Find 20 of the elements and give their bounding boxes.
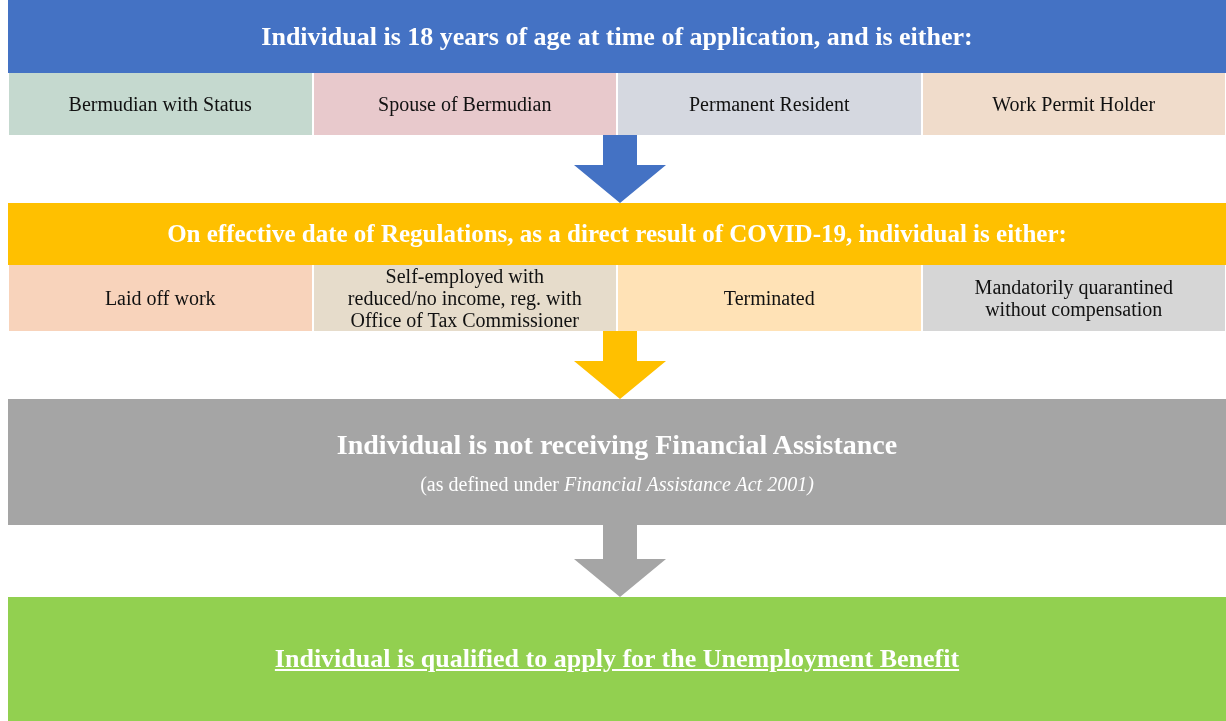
option-box: Self-employed with reduced/no income, reg. with Office of Tax Commissioner <box>312 265 617 331</box>
condition-panel <box>8 597 1226 721</box>
block-arrow <box>574 331 666 399</box>
band-heading: Individual is 18 years of age at time of application, and is either: <box>260 20 974 53</box>
header-band <box>8 0 1226 135</box>
option-box: Spouse of Bermudian <box>312 73 617 135</box>
option-box: Laid off work <box>8 265 313 331</box>
block-arrow <box>574 135 666 203</box>
band-heading: On effective date of Regulations, as a direct result of COVID-19, individual is either: <box>166 219 1068 249</box>
header-band <box>8 203 1226 331</box>
option-box: Mandatorily quarantined without compensation <box>921 265 1226 331</box>
option-box: Bermudian with Status <box>8 73 313 135</box>
option-box: Terminated <box>617 265 922 331</box>
panel-heading: Individual is not receiving Financial Assistance <box>336 428 898 461</box>
panel-heading: Individual is qualified to apply for the Unemployment Benefit <box>274 644 960 674</box>
condition-panel <box>8 399 1226 525</box>
option-box: Work Permit Holder <box>921 73 1226 135</box>
panel-note: (as defined under Financial Assistance Act 2001) <box>420 472 814 496</box>
option-box: Permanent Resident <box>617 73 922 135</box>
block-arrow <box>574 525 666 597</box>
